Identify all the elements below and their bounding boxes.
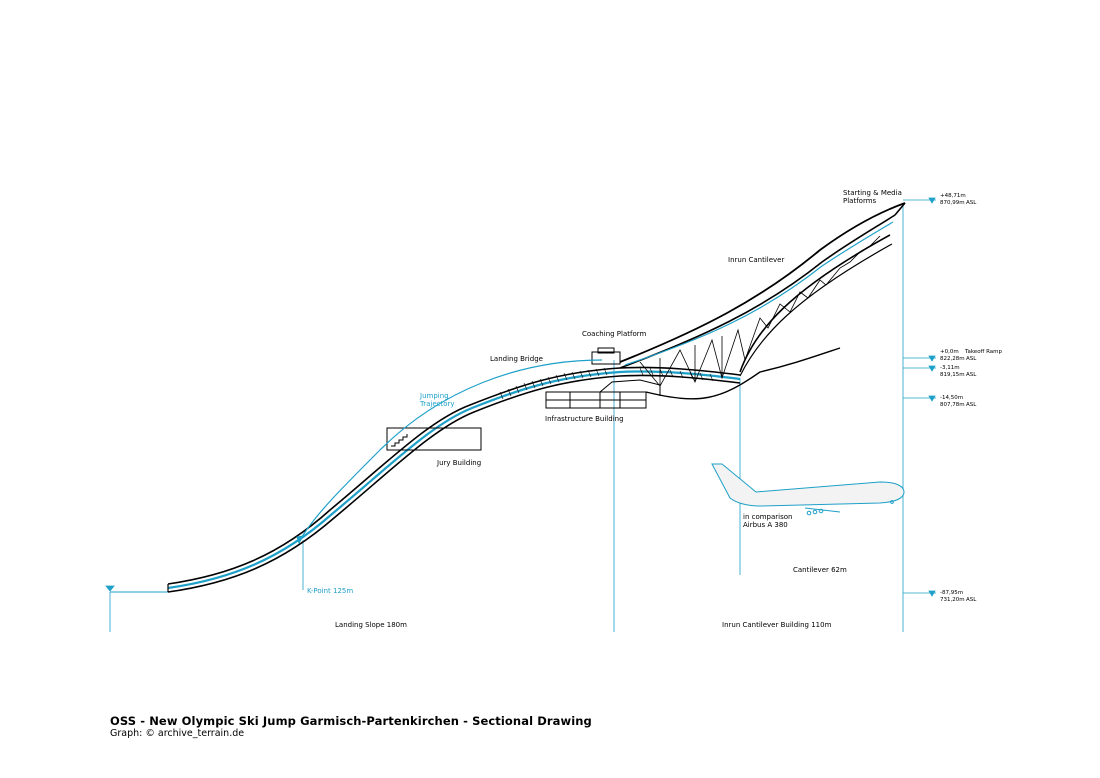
- level-unit: ASL: [966, 597, 977, 603]
- level-unit: ASL: [966, 402, 977, 408]
- truss: [639, 235, 881, 387]
- landing-bridge-label: Landing Bridge: [490, 355, 543, 363]
- level-rel: -14,50m: [940, 395, 963, 401]
- coaching-platform: [591, 347, 621, 365]
- jumping-trajectory-label: Jumping: [419, 392, 449, 400]
- coaching-platform-label: Coaching Platform: [582, 330, 646, 338]
- cantilever-length-label: Cantilever 62m: [793, 566, 847, 574]
- level-unit: ASL: [966, 372, 977, 378]
- level-texts: +48,71m 870,99m ASL +0,0m Takeoff Ramp 8…: [940, 193, 1003, 603]
- starting-platforms-label-2: Platforms: [843, 197, 877, 205]
- landing-slope: [110, 366, 741, 593]
- level-note: Takeoff Ramp: [964, 349, 1003, 355]
- jumping-trajectory: [296, 359, 603, 545]
- jury-building-label: Jury Building: [436, 459, 481, 467]
- starting-platforms-label: Starting & Media: [843, 189, 902, 197]
- jury-building-shape: [386, 427, 482, 451]
- inrun-cantilever-label: Inrun Cantilever: [728, 256, 784, 264]
- infrastructure-building: [545, 379, 661, 409]
- landing-bridge-hatch: [499, 367, 714, 400]
- airbus-label: in comparison: [743, 513, 792, 521]
- airbus-a380: [711, 463, 905, 516]
- landing-slope-label: Landing Slope 180m: [335, 621, 407, 629]
- level-abs: 731,20m: [940, 597, 965, 603]
- jumping-trajectory-label-2: Trajectory: [419, 400, 455, 408]
- inrun-cantilever: [619, 202, 906, 377]
- caption-credit: Graph: © archive_terrain.de: [110, 728, 245, 739]
- airbus-label-2: Airbus A 380: [743, 521, 788, 529]
- level-unit: ASL: [966, 356, 977, 362]
- level-markers: [105, 197, 936, 597]
- level-rel: -87,95m: [940, 590, 963, 596]
- inrun-building-label: Inrun Cantilever Building 110m: [722, 621, 832, 629]
- terrain-line: [645, 347, 841, 400]
- level-abs: 822,28m: [940, 356, 965, 362]
- level-abs: 819,15m: [940, 372, 965, 378]
- caption-title: OSS - New Olympic Ski Jump Garmisch-Part…: [110, 714, 592, 728]
- dimension-lines: [109, 205, 904, 632]
- infrastructure-building-label: Infrastructure Building: [545, 415, 624, 423]
- level-abs: 870,99m: [940, 200, 965, 206]
- k-point-label: K-Point 125m: [307, 587, 353, 595]
- level-rel: -3,11m: [940, 365, 960, 371]
- level-abs: 807,78m: [940, 402, 965, 408]
- level-rel: +0,0m: [940, 349, 959, 355]
- level-rel: +48,71m: [940, 193, 966, 199]
- level-unit: ASL: [966, 200, 977, 206]
